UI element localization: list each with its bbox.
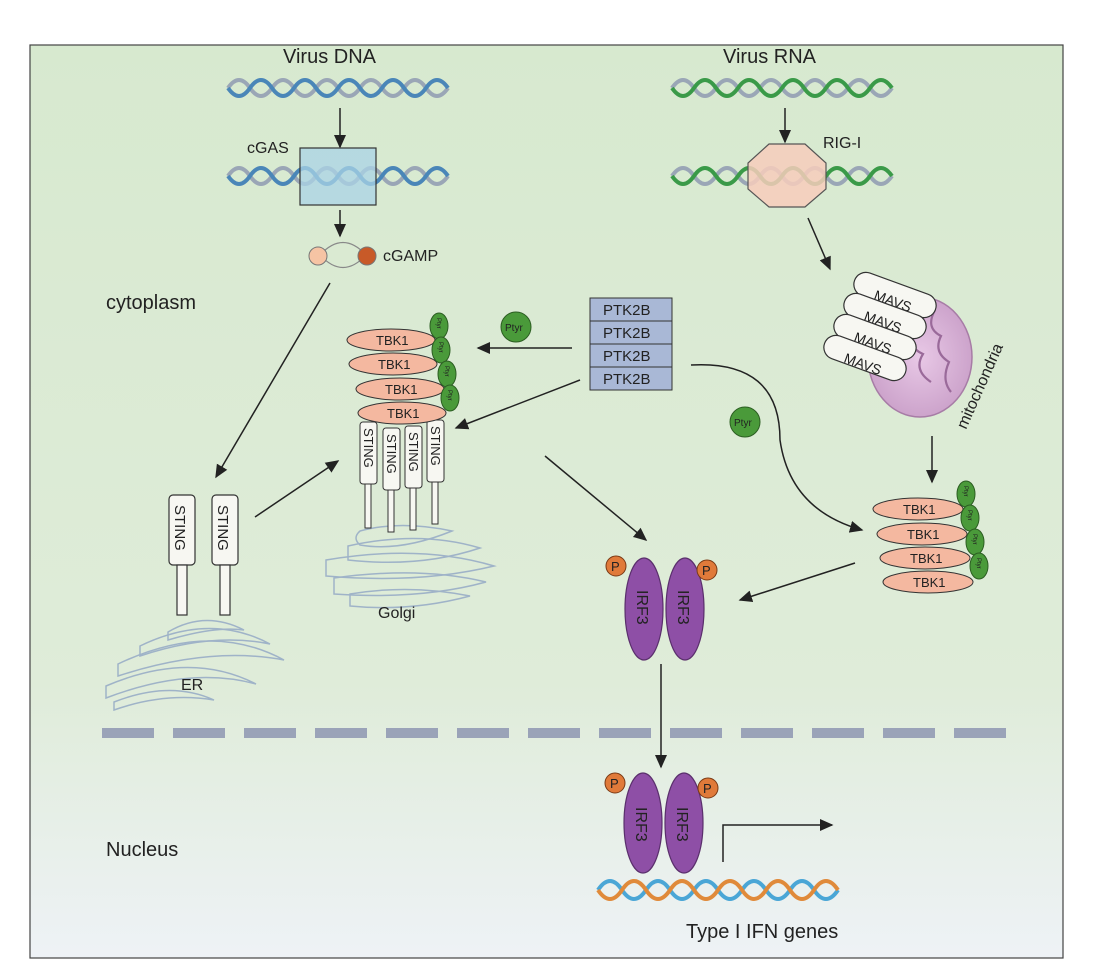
irf3-label: IRF3 — [674, 590, 691, 625]
transcription-arrow — [722, 819, 834, 862]
virus-rna-label: Virus RNA — [723, 46, 817, 68]
golgi-sting-3: STING — [404, 425, 423, 531]
tbk1-label: TBK1 — [910, 551, 943, 566]
golgi-sting-2: STING — [382, 427, 401, 533]
virus-rna-helix — [670, 78, 894, 98]
ptk2b-label: PTK2B — [603, 371, 651, 388]
arrow-ptk2b-to-irf3 — [544, 455, 648, 541]
sting-label: STING — [428, 426, 443, 466]
phospho-badge — [697, 777, 719, 799]
ptyr-label: Ptyr — [443, 366, 449, 377]
phospho-badge — [696, 559, 718, 581]
cgas-box — [299, 147, 377, 206]
tbk1-label: TBK1 — [385, 382, 418, 397]
ptyr-label: Ptyr — [975, 558, 981, 569]
phospho-label: P — [702, 563, 711, 578]
phospho-label: P — [610, 776, 619, 791]
golgi-ptyr-cluster: Ptyr Ptyr Ptyr Ptyr — [429, 312, 460, 412]
ptk2b-label: PTK2B — [603, 325, 651, 342]
mito-tbk1-stack: TBK1 TBK1 TBK1 TBK1 — [872, 497, 974, 594]
irf3-label: IRF3 — [632, 807, 649, 842]
rig-i-label: RIG-I — [823, 135, 861, 152]
rig-i-octagon — [747, 143, 827, 208]
tbk1-label: TBK1 — [387, 406, 420, 421]
nucleus-label: Nucleus — [106, 839, 178, 861]
ptyr-label: Ptyr — [446, 390, 452, 401]
cgamp-molecule — [308, 241, 377, 269]
arrow-tbk1-to-irf3 — [738, 562, 856, 603]
sting-label: STING — [384, 434, 399, 474]
irf3-label: IRF3 — [673, 807, 690, 842]
ptyr-label: Ptyr — [505, 323, 523, 334]
tbk1-label: TBK1 — [907, 527, 940, 542]
ifn-genes-label: Type I IFN genes — [686, 921, 838, 943]
golgi-tbk1-stack: TBK1 TBK1 TBK1 TBK1 — [346, 328, 447, 425]
ptyr-label: Ptyr — [734, 418, 752, 429]
virus-dna-label: Virus DNA — [283, 46, 377, 68]
tbk1-label: TBK1 — [903, 502, 936, 517]
mavs-stack: MAVS MAVS MAVS MAVS — [823, 271, 937, 382]
er-sting-left: STING — [168, 494, 196, 616]
golgi-sting-4: STING — [426, 419, 445, 525]
phospho-badge — [605, 555, 627, 577]
ptk2b-label: PTK2B — [603, 302, 651, 319]
sting-label: STING — [406, 432, 421, 472]
sting-label: STING — [214, 505, 231, 551]
phospho-label: P — [611, 559, 620, 574]
tbk1-label: TBK1 — [913, 575, 946, 590]
virus-dna-helix — [226, 78, 450, 98]
arrow-er-to-golgi — [254, 460, 340, 518]
ptk2b-stack: PTK2B PTK2B PTK2B PTK2B — [589, 297, 673, 391]
er-label: ER — [181, 677, 203, 694]
phospho-label: P — [703, 781, 712, 796]
irf3-dimer-nucleus: IRF3 IRF3 P P — [604, 772, 719, 874]
irf3-label: IRF3 — [633, 590, 650, 625]
arrow-rig-i-to-mavs — [807, 217, 831, 271]
arrow-ptk2b-to-golgi-sting — [454, 379, 581, 430]
er-organelle — [105, 619, 285, 712]
phospho-badge — [604, 772, 626, 794]
ptyr-label: Ptyr — [437, 342, 443, 353]
ptyr-label: Ptyr — [971, 534, 977, 545]
irf3-dimer-cytoplasm: IRF3 IRF3 P P — [605, 555, 718, 661]
golgi-label: Golgi — [378, 605, 415, 622]
cytoplasm-label: cytoplasm — [106, 292, 196, 314]
ifn-gene-dna — [596, 879, 840, 901]
golgi-organelle — [325, 524, 497, 609]
ptyr-label: Ptyr — [435, 318, 441, 329]
ptyr-free-curve: Ptyr — [729, 406, 761, 438]
ptk2b-label: PTK2B — [603, 348, 651, 365]
cgas-label: cGAS — [247, 140, 289, 157]
ptyr-label: Ptyr — [966, 510, 972, 521]
er-sting-right: STING — [211, 494, 239, 616]
golgi-sting-1: STING — [359, 421, 378, 529]
arrow-cgamp-to-sting — [215, 282, 331, 479]
sting-label: STING — [171, 505, 188, 551]
ptyr-label: Ptyr — [962, 486, 968, 497]
ptyr-free-golgi: Ptyr — [500, 311, 532, 343]
tbk1-label: TBK1 — [378, 357, 411, 372]
mito-ptyr-cluster: Ptyr Ptyr Ptyr Ptyr — [956, 480, 989, 580]
arrow-ptk2b-to-mito-tbk1 — [690, 363, 864, 533]
sting-label: STING — [361, 428, 376, 468]
tbk1-label: TBK1 — [376, 333, 409, 348]
cgamp-label: cGAMP — [383, 248, 438, 265]
